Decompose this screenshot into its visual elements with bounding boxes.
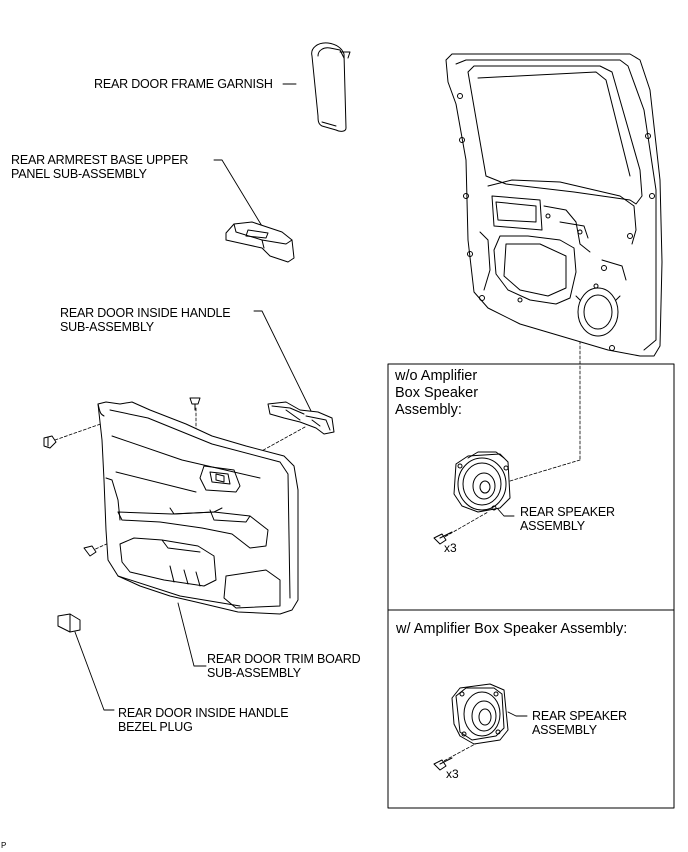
screw-count-2: x3 xyxy=(446,767,459,781)
trim-board-part xyxy=(97,401,299,615)
label-bezel-plug: REAR DOOR INSIDE HANDLE BEZEL PLUG xyxy=(118,706,289,734)
label-trim-board: REAR DOOR TRIM BOARD SUB-ASSEMBLY xyxy=(207,652,361,680)
label-armrest-upper: REAR ARMREST BASE UPPER PANEL SUB-ASSEMB… xyxy=(11,153,189,181)
label-inside-handle: REAR DOOR INSIDE HANDLE SUB-ASSEMBLY xyxy=(60,306,231,334)
speaker-part-2 xyxy=(451,683,509,745)
box-title-with-amplifier: w/ Amplifier Box Speaker Assembly: xyxy=(396,621,628,637)
leader-lines xyxy=(74,83,528,717)
box-title-without-amplifier: w/o Amplifier Box Speaker Assembly: xyxy=(395,368,479,418)
speaker-part-1 xyxy=(453,451,511,513)
option-boxes xyxy=(387,363,675,809)
door-panel-part xyxy=(445,53,663,357)
label-speaker-1: REAR SPEAKER ASSEMBLY xyxy=(520,505,615,533)
bezel-plug-part xyxy=(57,613,81,633)
frame-garnish-part xyxy=(311,42,351,132)
label-frame-garnish: REAR DOOR FRAME GARNISH xyxy=(94,77,273,91)
armrest-upper-part xyxy=(225,221,295,263)
speaker-screw-1 xyxy=(433,531,453,545)
label-speaker-2: REAR SPEAKER ASSEMBLY xyxy=(532,709,627,737)
speaker-screw-2 xyxy=(433,757,453,771)
trim-clips xyxy=(43,397,201,557)
screw-count-1: x3 xyxy=(444,541,457,555)
corner-mark: P xyxy=(1,841,7,850)
inside-handle-part xyxy=(267,401,335,435)
